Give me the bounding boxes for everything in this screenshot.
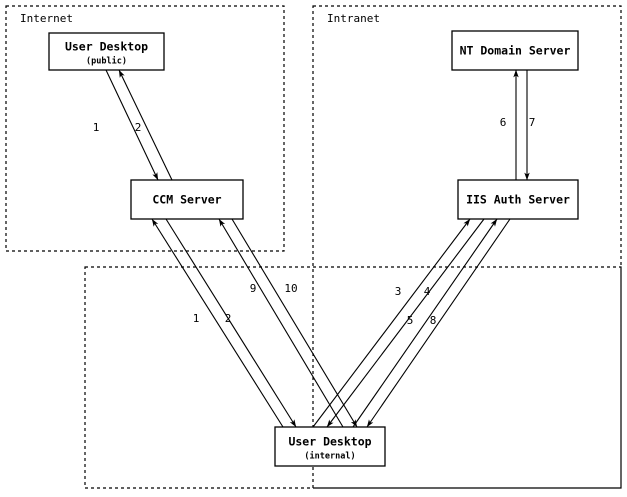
zone-label-intranet: Intranet — [327, 12, 380, 25]
step-labels: 1 2 1 2 9 10 3 4 5 8 6 7 — [93, 116, 536, 327]
node-ccm-server: CCM Server — [130, 179, 244, 220]
step-label-4-iis-auth-server: 4 — [424, 285, 431, 298]
step-label-2-ccm-server: 2 — [225, 312, 232, 325]
step-label-1-user-desktop-internal: 1 — [193, 312, 200, 325]
step-label-9-user-desktop-internal: 9 — [250, 282, 257, 295]
step-label-2-ccm-server: 2 — [135, 121, 142, 134]
node-subtitle-user-desktop-public: (public) — [86, 56, 127, 67]
node-title-user-desktop-internal: User Desktop — [288, 435, 371, 449]
flow-arrow-2-ccm-server-to-user-desktop-public — [118, 69, 173, 181]
step-label-6-iis-auth-server: 6 — [500, 116, 507, 129]
node-box-user-desktop-internal — [274, 426, 386, 467]
node-box-nt-domain-server — [451, 30, 579, 71]
step-label-8-iis-auth-server: 8 — [430, 314, 437, 327]
node-user-desktop-internal: User Desktop (internal) — [274, 426, 386, 467]
node-title-ccm-server: CCM Server — [152, 193, 221, 207]
flow-arrow-4-iis-auth-server-to-user-desktop-internal — [326, 218, 485, 428]
node-boxes: User Desktop (public) CCM Server NT Domain … — [48, 30, 579, 467]
flow-arrow-1-user-desktop-public-to-ccm-server — [105, 69, 159, 181]
node-box-ccm-server — [130, 179, 244, 220]
step-label-5-user-desktop-internal: 5 — [407, 314, 414, 327]
flow-arrow-3-user-desktop-internal-to-iis-auth-server — [312, 218, 471, 428]
node-subtitle-user-desktop-internal: (internal) — [304, 451, 355, 462]
node-nt-domain-server: NT Domain Server — [451, 30, 579, 71]
node-user-desktop-public: User Desktop (public) — [48, 32, 165, 71]
node-title-nt-domain-server: NT Domain Server — [460, 44, 571, 58]
node-title-iis-auth-server: IIS Auth Server — [466, 193, 570, 207]
zone-boundary-internet — [5, 5, 285, 252]
step-label-1-user-desktop-public: 1 — [93, 121, 100, 134]
step-label-3-user-desktop-internal: 3 — [395, 285, 402, 298]
step-label-10-ccm-server: 10 — [284, 282, 297, 295]
node-title-user-desktop-public: User Desktop — [65, 40, 148, 54]
step-label-7-nt-domain-server: 7 — [529, 116, 536, 129]
zone-boundary-intranet — [312, 5, 622, 489]
flow-arrows — [105, 69, 530, 428]
node-iis-auth-server: IIS Auth Server — [457, 179, 579, 220]
flow-arrow-10-ccm-server-to-user-desktop-internal — [231, 218, 358, 428]
zone-boundaries: Internet Intranet — [5, 5, 622, 489]
flow-arrow-5-user-desktop-internal-to-iis-auth-server — [352, 218, 498, 428]
node-box-user-desktop-public — [48, 32, 165, 71]
node-box-iis-auth-server — [457, 179, 579, 220]
flow-arrow-1-user-desktop-internal-to-ccm-server — [151, 218, 284, 428]
flow-arrow-9-user-desktop-internal-to-ccm-server — [218, 218, 344, 428]
zone-label-internet: Internet — [20, 12, 73, 25]
flow-arrow-8-iis-auth-server-to-user-desktop-internal — [366, 218, 511, 428]
flow-arrow-2-ccm-server-to-user-desktop-internal — [165, 218, 297, 428]
